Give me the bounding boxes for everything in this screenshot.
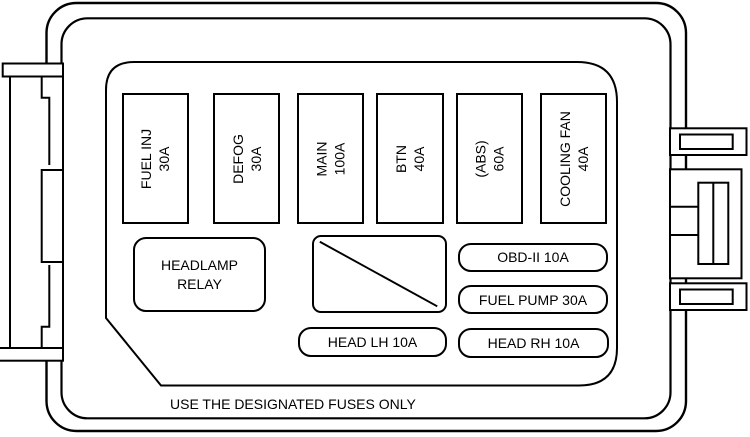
fuse-amp: 40A — [574, 146, 591, 171]
fuse-head-lh: HEAD LH 10A — [298, 327, 447, 357]
fuse-name: MAIN — [313, 141, 330, 176]
fuse-label: BTN 40A — [392, 145, 428, 173]
fuse-head-rh: HEAD RH 10A — [458, 328, 609, 358]
left-connector-body — [9, 75, 64, 349]
empty-slot-diagonal — [319, 240, 438, 307]
right-connector-top-bracket — [669, 127, 748, 157]
right-connector-top-bracket-slot — [679, 133, 734, 150]
fuse-amp: 60A — [490, 146, 507, 171]
fuse-obd-ii: OBD-II 10A — [458, 242, 608, 272]
left-connector-latch — [40, 169, 64, 263]
fuse-label: FUEL INJ 30A — [138, 128, 174, 188]
pill-label: FUEL PUMP 30A — [478, 291, 588, 308]
pill-label: OBD-II 10A — [497, 249, 569, 265]
fuse-label: MAIN 100A — [313, 141, 349, 176]
fuse-label: COOLING FAN 40A — [556, 111, 592, 207]
pill-label: HEAD RH 10A — [487, 335, 580, 351]
fuse-slot-fuel-inj: FUEL INJ 30A — [122, 93, 189, 224]
fuse-name: (ABS) — [472, 139, 489, 178]
fuse-name: COOLING FAN — [556, 110, 573, 207]
left-connector-bottom-tab — [0, 347, 64, 362]
left-connector — [0, 62, 64, 362]
left-connector-detail — [40, 77, 51, 165]
fuse-amp: 30A — [156, 146, 173, 171]
fuse-slot-btn: BTN 40A — [376, 93, 444, 224]
fuse-amp: 40A — [411, 146, 427, 171]
left-connector-top-tab — [1, 62, 64, 78]
right-connector-block — [669, 168, 743, 280]
right-connector-bottom-bracket-slot — [679, 288, 734, 305]
designated-fuses-note: USE THE DESIGNATED FUSES ONLY — [170, 396, 416, 412]
right-connector-bottom-bracket — [669, 282, 748, 311]
relay-label-line2: RELAY — [177, 275, 222, 292]
fuse-amp: 100A — [331, 142, 348, 175]
left-connector-detail — [40, 265, 51, 348]
fuse-name: DEFOG — [229, 133, 246, 184]
fuse-slot-main: MAIN 100A — [297, 93, 364, 224]
fuse-name: BTN — [393, 144, 409, 173]
relay-label-line1: HEADLAMP — [160, 256, 239, 273]
pill-label: HEAD LH 10A — [327, 334, 418, 350]
fuse-amp: 30A — [247, 146, 264, 171]
fuse-label: DEFOG 30A — [229, 134, 265, 184]
empty-fuse-slot — [312, 234, 447, 313]
fuse-label: (ABS) 60A — [472, 140, 508, 177]
fuse-slot-defog: DEFOG 30A — [213, 93, 280, 224]
fuse-slot-abs: (ABS) 60A — [456, 93, 523, 224]
headlamp-relay: HEADLAMP RELAY — [133, 237, 266, 312]
fuse-fuel-pump: FUEL PUMP 30A — [458, 285, 608, 314]
right-connector — [669, 127, 748, 311]
fuse-panel-outline — [105, 61, 618, 387]
fuse-name: FUEL INJ — [138, 128, 155, 189]
relay-label: HEADLAMP RELAY — [161, 256, 238, 294]
fuse-slot-cooling-fan: COOLING FAN 40A — [540, 93, 607, 224]
